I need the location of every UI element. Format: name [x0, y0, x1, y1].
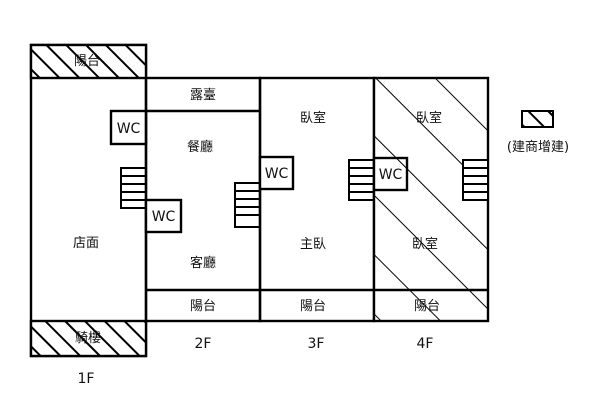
- legend-hatch-swatch: [521, 110, 554, 128]
- f1-shop-label: 店面: [73, 236, 99, 251]
- floor-3f: 臥室 主臥 陽台 WC 3F: [258, 76, 376, 352]
- f3-stairs: [348, 159, 375, 201]
- f3-floor-label: 3F: [308, 336, 325, 352]
- f1-arcade-hatch: [29, 319, 148, 358]
- f2-dining-label: 餐廳: [187, 139, 213, 155]
- floor-4f: 臥室 臥室 陽台 WC 4F: [372, 76, 490, 352]
- f3-wc-box: [258, 155, 295, 191]
- f3-bedroom-label: 臥室: [300, 110, 326, 126]
- f2-terrace-label: 露臺: [190, 88, 216, 103]
- floor-1f: 陽台 店面 騎樓 WC 1F: [29, 43, 148, 387]
- f4-stairs: [462, 159, 489, 201]
- f4-bedroom-label: 臥室: [416, 110, 442, 126]
- f3-master-label: 主臥: [300, 237, 326, 252]
- f1-stairs: [120, 167, 147, 209]
- f4-wc-label: WC: [379, 167, 403, 183]
- f3-balcony-label: 陽台: [300, 299, 326, 314]
- f1-arcade-label: 騎樓: [75, 331, 101, 346]
- f1-floor-label: 1F: [78, 371, 95, 387]
- f4-floor-label: 4F: [417, 336, 434, 352]
- f1-balcony-hatch: [29, 43, 148, 80]
- f2-wc-label: WC: [152, 209, 176, 225]
- f4-bedroom2-label: 臥室: [412, 236, 438, 252]
- f1-balcony-label: 陽台: [74, 54, 100, 69]
- f2-living-label: 客廳: [190, 255, 216, 271]
- f2-floor-label: 2F: [195, 336, 212, 352]
- f2-balcony-label: 陽台: [190, 299, 216, 314]
- f2-wc-box: [144, 198, 183, 234]
- f2-stairs: [234, 182, 261, 228]
- legend-label: (建商增建): [507, 140, 569, 155]
- floor-2f: 露臺 餐廳 客廳 陽台 WC 2F: [144, 76, 262, 352]
- f4-balcony-label: 陽台: [414, 299, 440, 314]
- f3-wc-label: WC: [265, 166, 289, 182]
- legend: (建商增建): [507, 110, 569, 155]
- f4-wc-box: [372, 156, 409, 192]
- f1-wc-label: WC: [117, 121, 141, 137]
